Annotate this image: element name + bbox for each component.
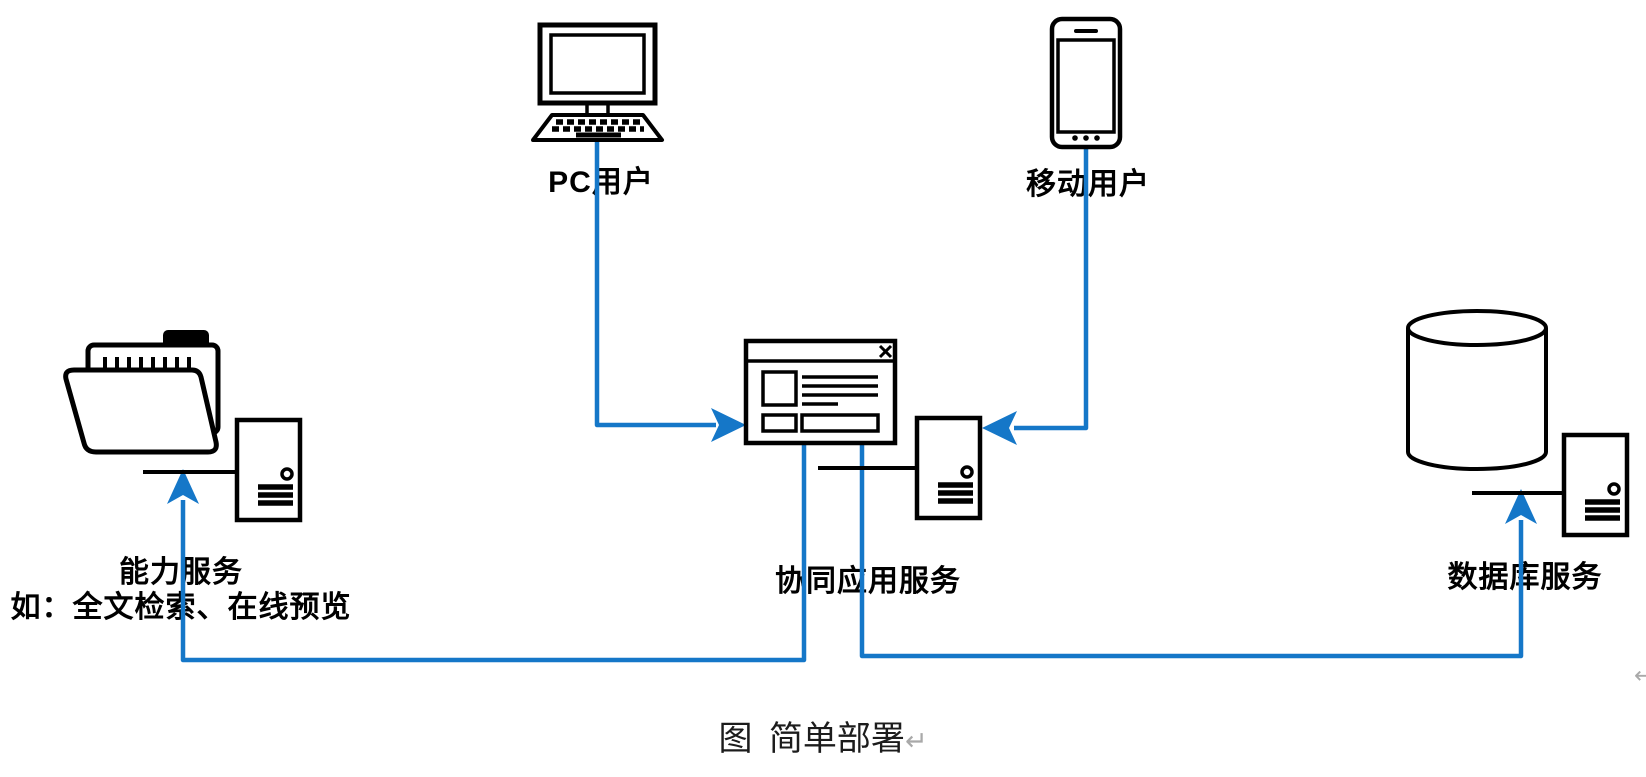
pc-user-label: PC用户 — [548, 166, 654, 199]
server-icon — [1564, 435, 1627, 535]
server-icon — [237, 420, 300, 520]
app-window-icon — [743, 338, 898, 446]
figure-caption: 图 简单部署↵ — [0, 711, 1646, 760]
edge-collab-to-capability — [167, 443, 807, 663]
arrowhead-up-icon — [167, 469, 199, 504]
window-close-icon — [878, 344, 893, 359]
db-service-label: 数据库服务 — [1447, 561, 1603, 594]
database-icon — [1406, 309, 1548, 471]
collab-service-label: 协同应用服务 — [775, 565, 961, 598]
figure-caption-text: 图 简单部署 — [718, 721, 905, 758]
capability-service-label-line2: 如：全文检索、在线预览 — [10, 591, 352, 624]
smartphone-icon — [1049, 16, 1123, 150]
arrowhead-up-icon — [1505, 489, 1537, 524]
arrowhead-right-icon — [711, 408, 746, 442]
desktop-computer-icon — [531, 22, 664, 142]
capability-service-label-line1: 能力服务 — [119, 556, 243, 589]
capability-service-label: 能力服务 如：全文检索、在线预览 — [11, 555, 352, 625]
edge-collab-to-db — [859, 443, 1537, 659]
mobile-user-label: 移动用户 — [1026, 168, 1150, 201]
paragraph-return-icon-right-edge: ↵ — [1634, 662, 1646, 688]
paragraph-return-icon: ↵ — [904, 726, 928, 756]
server-icon — [917, 418, 980, 518]
arrowhead-left-icon — [982, 411, 1017, 445]
open-folder-icon — [63, 330, 221, 455]
